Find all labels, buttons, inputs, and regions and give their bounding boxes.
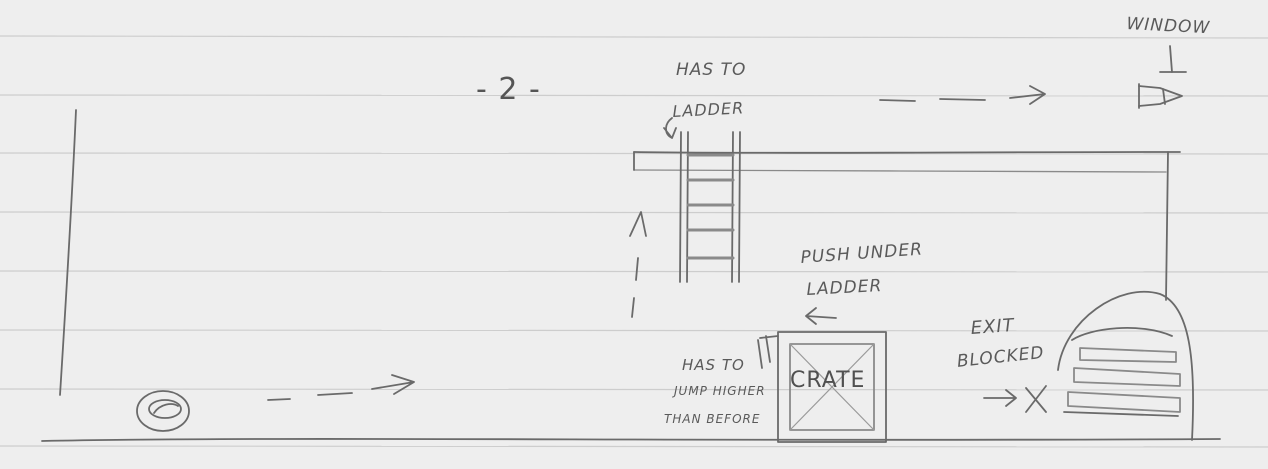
label-has-to-jump-line1: HAS TO	[682, 356, 745, 374]
ladder	[680, 132, 740, 282]
arrow-to-window	[880, 86, 1045, 104]
jump-marks	[758, 336, 778, 368]
page-number: - 2 -	[476, 72, 541, 107]
upper-platform	[634, 152, 1180, 153]
label-has-to-jump-line3: THAN BEFORE	[664, 412, 760, 426]
push-arrow	[806, 308, 836, 324]
label-has-to-line1: HAS TO	[676, 60, 746, 80]
floor	[42, 439, 1220, 441]
curl-arrow	[664, 118, 676, 138]
upper-platform-lower-edge	[634, 170, 1166, 172]
crate-label: CRATE	[790, 368, 865, 393]
dashed-up-arrow	[630, 212, 646, 317]
label-has-to-jump-line2: JUMP HIGHER	[674, 384, 766, 398]
exit-door	[1058, 292, 1193, 440]
window-symbol	[1139, 46, 1186, 108]
arrow-right-floor	[268, 375, 414, 400]
ruled-lines	[0, 36, 1268, 447]
player-character	[137, 391, 189, 431]
right-wall	[1166, 152, 1168, 300]
label-exit: EXIT	[970, 315, 1015, 339]
label-push-under-line2: LADDER	[806, 276, 883, 300]
label-has-to-line2: LADDER	[672, 98, 745, 121]
